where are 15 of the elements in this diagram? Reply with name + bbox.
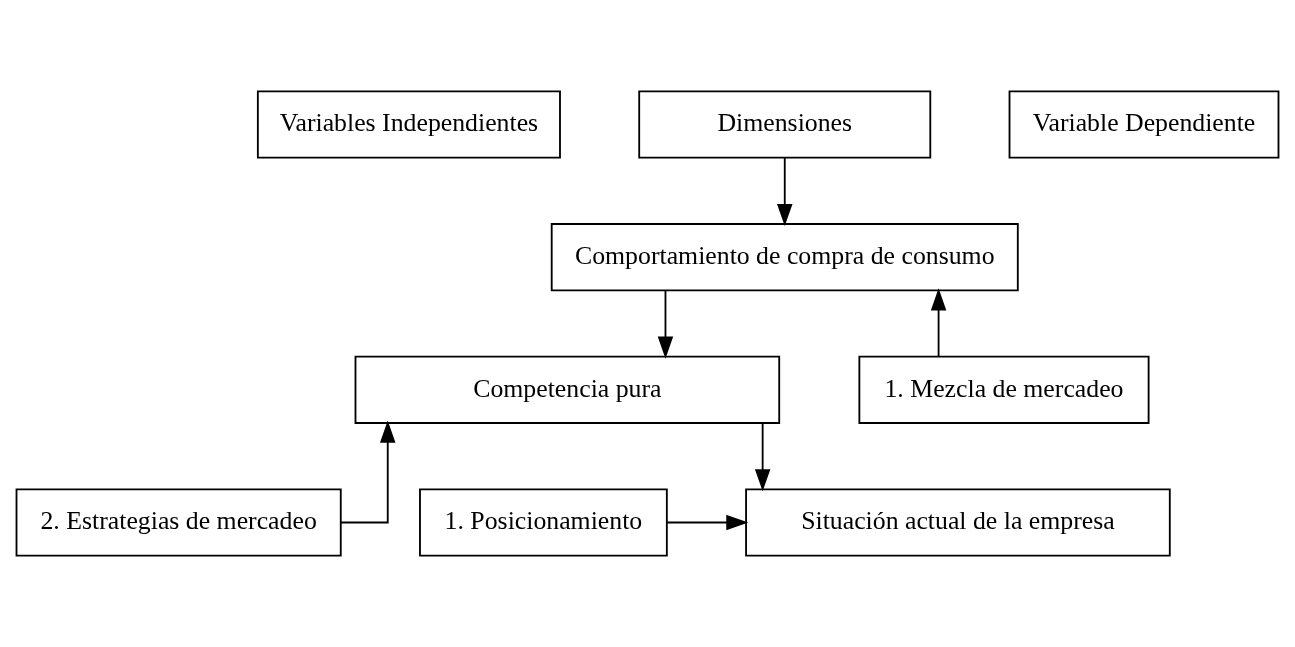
node-box: 1. Mezcla de mercadeo — [858, 355, 1150, 424]
arrow — [339, 420, 396, 524]
node-box: Comportamiento de compra de consumo — [550, 223, 1019, 292]
arrow — [666, 514, 749, 531]
arrow — [930, 288, 947, 358]
node-box: Variable Dependiente — [1008, 90, 1280, 159]
node-box: 2. Estrategias de mercadeo — [15, 488, 342, 557]
node-box: Competencia pura — [354, 355, 781, 424]
node-box: 1. Posicionamiento — [419, 488, 668, 557]
arrow — [754, 422, 771, 492]
node-box: Variables Independientes — [256, 90, 561, 159]
arrow — [657, 289, 674, 359]
node-box: Dimensiones — [638, 90, 932, 159]
node-box: Situación actual de la empresa — [745, 488, 1171, 557]
arrow — [777, 157, 793, 227]
